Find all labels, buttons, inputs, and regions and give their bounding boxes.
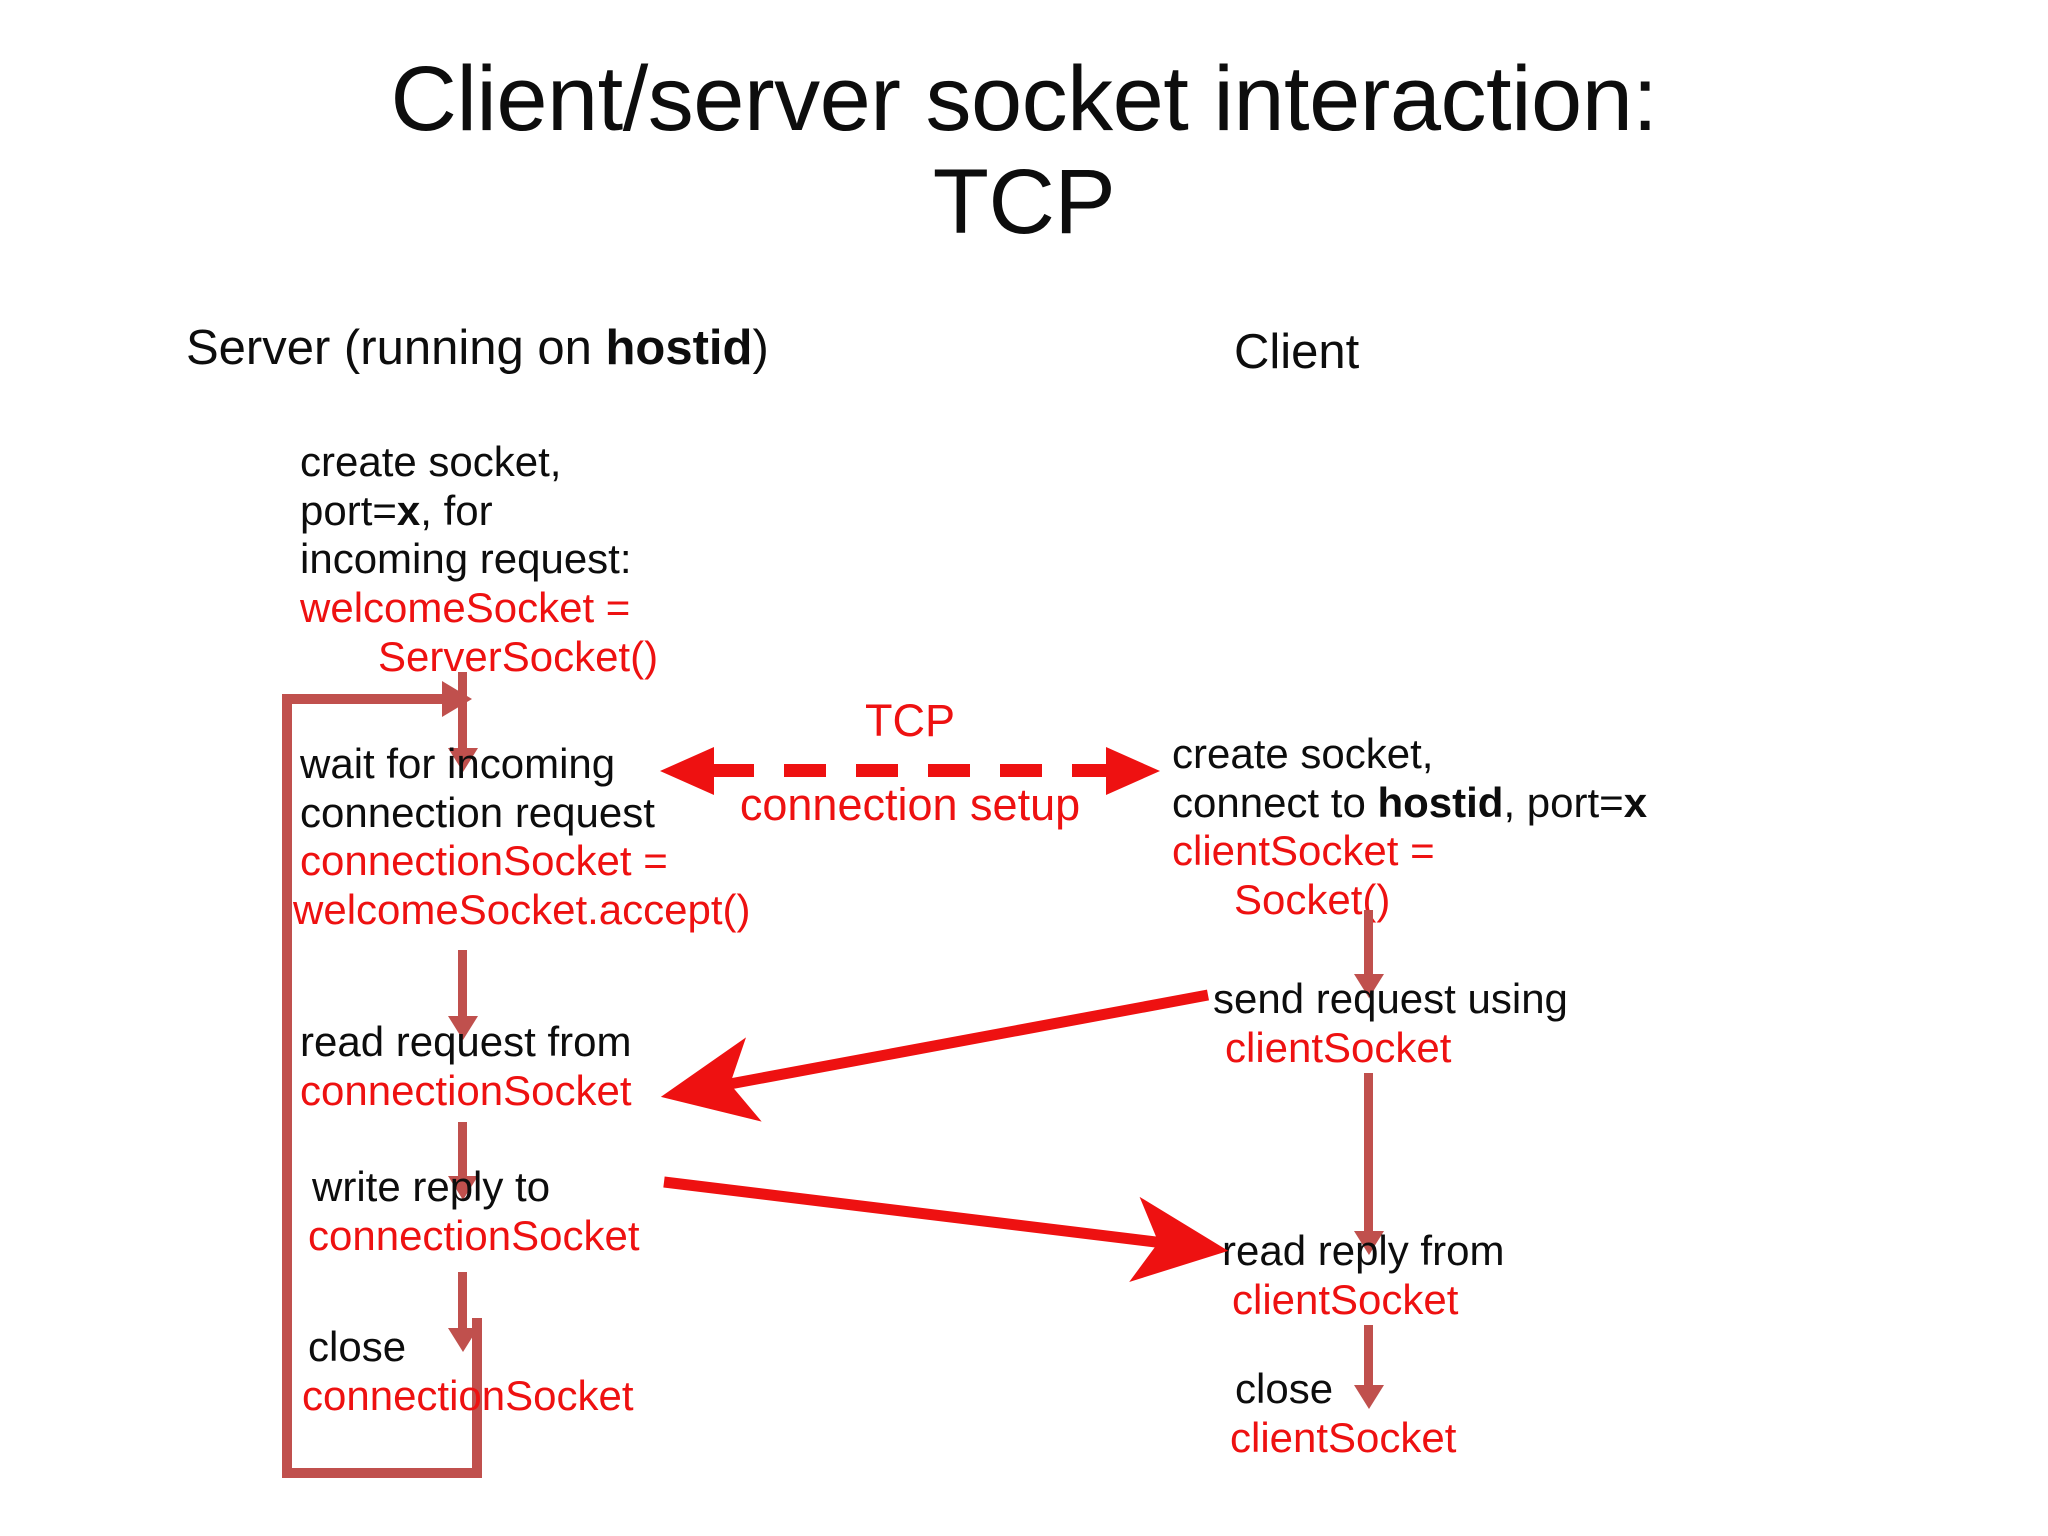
page-title: Client/server socket interaction: TCP	[0, 48, 2048, 254]
server-step-wait-connection: wait for incoming connection request con…	[293, 740, 751, 935]
client-close-line1: close	[1235, 1365, 1334, 1412]
client-readreply-line1: read reply from	[1222, 1227, 1505, 1274]
server-step-create-socket: create socket, port=x, for incoming requ…	[300, 438, 658, 682]
client-connect-prefix: connect to	[1172, 778, 1378, 826]
tcp-connection-setup: TCP connection setup	[660, 698, 1160, 860]
server-heading-prefix: Server (running on	[186, 321, 606, 375]
client-close-code1: clientSocket	[1230, 1413, 1457, 1461]
client-step-read-reply: read reply from clientSocket	[1222, 1227, 1504, 1324]
client-create-code1: clientSocket =	[1172, 827, 1435, 875]
client-step-close: close clientSocket	[1230, 1365, 1456, 1462]
client-column-heading: Client	[1234, 325, 1360, 379]
server-arrow-wait-to-read	[458, 950, 467, 1018]
server-create-line1: create socket,	[300, 438, 562, 485]
server-arrow-create-to-wait	[458, 672, 467, 750]
client-create-line1: create socket,	[1172, 730, 1434, 777]
client-create-line2: connect to hostid, port=x	[1172, 779, 1647, 828]
server-create-port-prefix: port=	[300, 486, 397, 534]
server-close-code1: connectionSocket	[302, 1371, 634, 1419]
server-read-code1: connectionSocket	[300, 1066, 632, 1114]
server-step-read-request: read request from connectionSocket	[300, 1018, 632, 1115]
loop-bottom-segment	[282, 1468, 482, 1478]
loop-top-segment	[282, 694, 450, 704]
server-create-line2: port=x, for	[300, 487, 658, 536]
client-connect-port-value: x	[1623, 778, 1648, 826]
client-arrow-create-to-send	[1364, 910, 1373, 976]
server-write-line1: write reply to	[312, 1163, 551, 1210]
server-wait-code1: connectionSocket =	[300, 837, 668, 885]
title-line-2: TCP	[932, 151, 1116, 254]
client-connect-port-prefix: , port=	[1503, 778, 1624, 826]
server-arrow-write-to-close	[458, 1272, 467, 1330]
server-wait-code2: welcomeSocket.accept()	[293, 886, 751, 934]
tcp-setup-label-bottom: connection setup	[739, 779, 1081, 830]
client-arrow-read-to-close	[1364, 1325, 1373, 1387]
tcp-dashed-line	[712, 764, 1108, 777]
loop-arrowhead-icon	[442, 681, 472, 717]
loop-left-segment	[282, 694, 292, 1478]
client-arrow-send-to-read	[1364, 1073, 1373, 1233]
tcp-arrowhead-right-icon	[1106, 747, 1160, 795]
server-create-code2: ServerSocket()	[378, 632, 659, 680]
client-send-code1: clientSocket	[1225, 1023, 1452, 1071]
server-create-port-value: x	[396, 486, 421, 534]
arrow-request-client-to-server	[660, 989, 1210, 1122]
loop-right-segment	[472, 1318, 482, 1478]
server-column-heading: Server (running on hostid)	[186, 321, 769, 376]
server-wait-line1: wait for incoming	[300, 740, 616, 787]
server-read-line1: read request from	[300, 1018, 632, 1065]
client-step-send-request: send request using clientSocket	[1213, 975, 1568, 1072]
server-wait-line2: connection request	[300, 788, 655, 836]
server-create-line3: incoming request:	[300, 535, 632, 583]
client-send-line1: send request using	[1213, 975, 1568, 1022]
server-arrow-read-to-write	[458, 1122, 467, 1178]
arrow-reply-server-to-client	[663, 1176, 1229, 1282]
server-create-code1: welcomeSocket =	[300, 584, 631, 632]
server-step-close-connection: close connectionSocket	[302, 1323, 634, 1420]
server-write-code1: connectionSocket	[308, 1211, 640, 1259]
client-step-create-connect: create socket, connect to hostid, port=x…	[1172, 730, 1647, 925]
title-line-1: Client/server socket interaction:	[390, 48, 1658, 150]
server-heading-hostid: hostid	[605, 321, 753, 375]
tcp-arrowhead-left-icon	[660, 747, 714, 795]
server-loop-arrow	[282, 681, 482, 1478]
server-close-line1: close	[308, 1323, 407, 1370]
tcp-setup-label-top: TCP	[865, 695, 955, 746]
server-step-write-reply: write reply to connectionSocket	[308, 1163, 640, 1260]
server-heading-suffix: )	[752, 321, 769, 375]
client-readreply-code1: clientSocket	[1232, 1275, 1459, 1323]
client-connect-hostid: hostid	[1377, 778, 1504, 826]
server-create-port-suffix: , for	[420, 486, 493, 534]
